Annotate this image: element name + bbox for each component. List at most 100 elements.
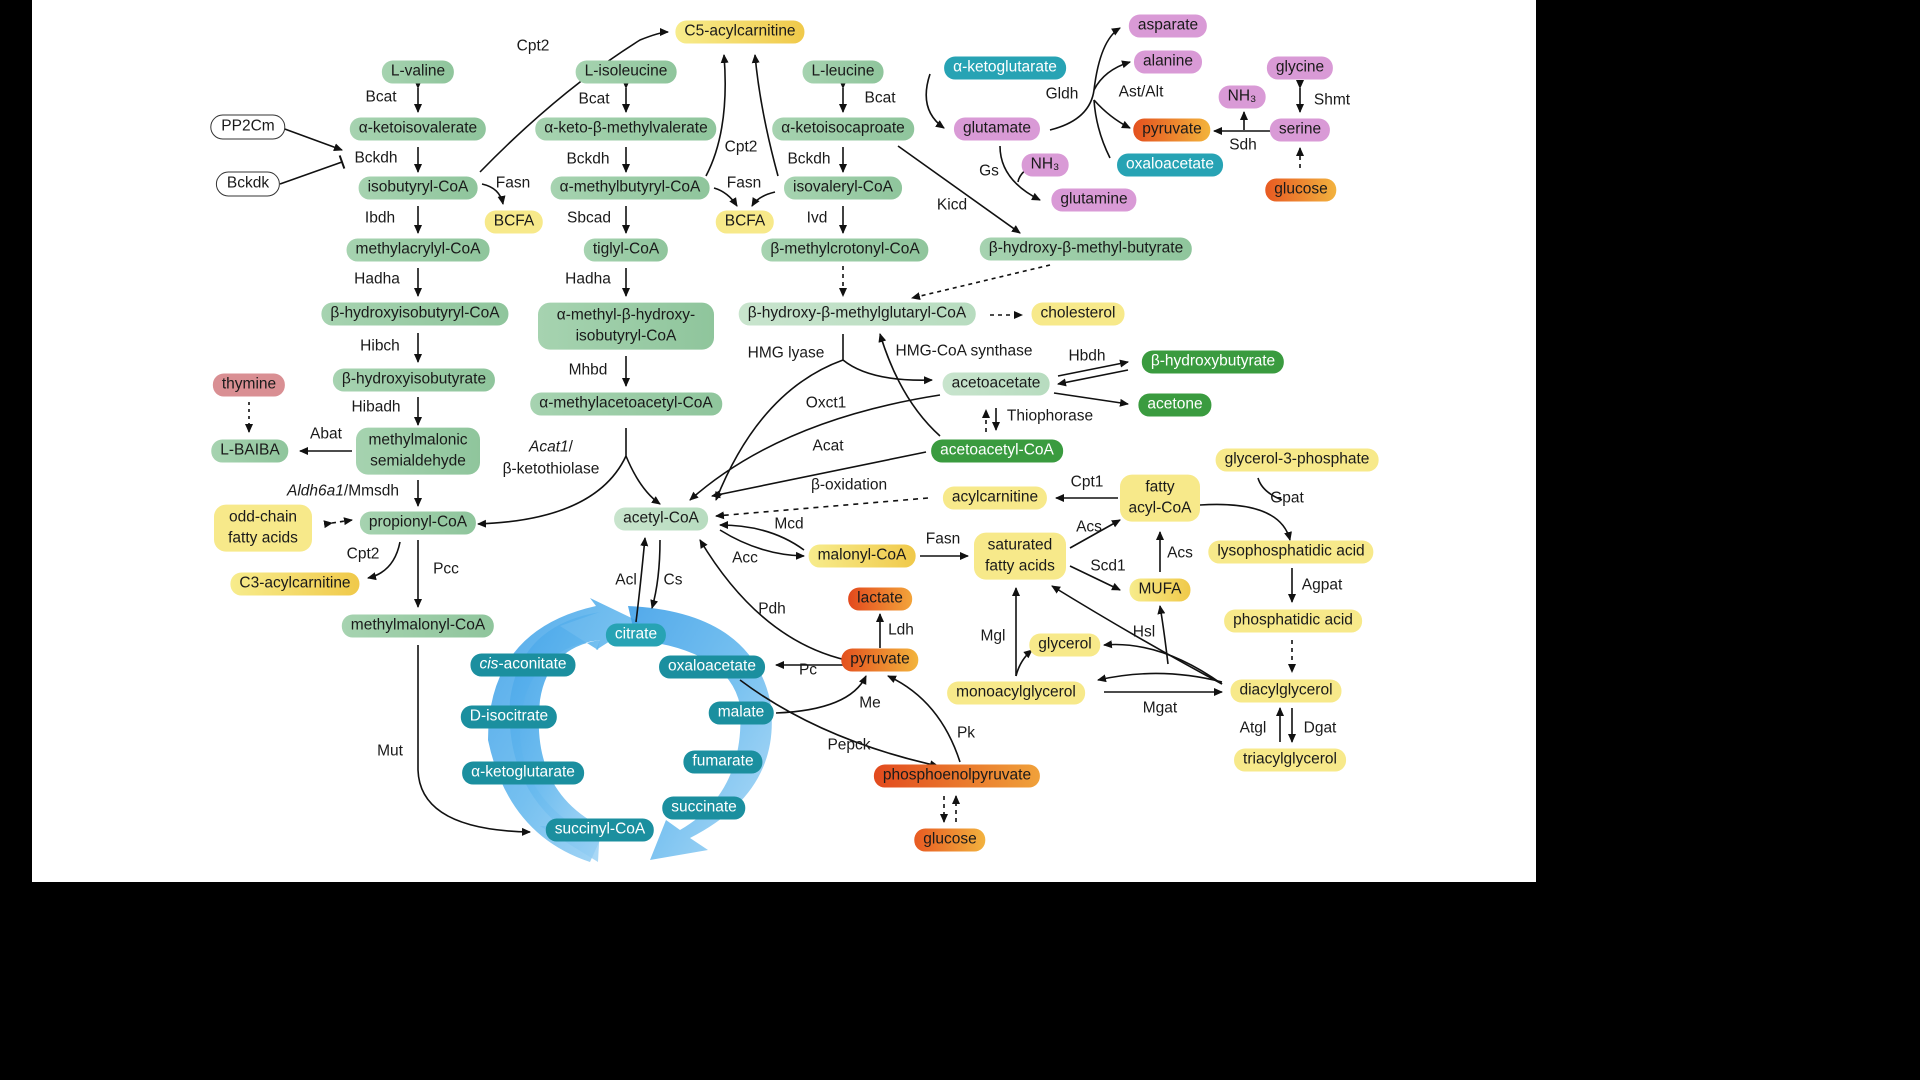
b-oxidation-label: β-oxidation bbox=[810, 476, 888, 494]
a-methylacetoacetyl-coa-node: α-methylacetoacetyl-CoA bbox=[530, 392, 722, 416]
b-hydroxybutyrate-node: β-hydroxybutyrate bbox=[1141, 350, 1285, 374]
pepck-label: Pepck bbox=[827, 736, 871, 754]
malate-node: malate bbox=[708, 701, 774, 725]
glycine-node: glycine bbox=[1266, 56, 1334, 80]
fumarate-node: fumarate bbox=[683, 750, 763, 774]
bcfa-node-2: BCFA bbox=[715, 210, 775, 234]
acc-label: Acc bbox=[732, 549, 758, 567]
acat1-gene: Acat1 bbox=[529, 438, 569, 456]
b-hydroxyisobutyrate-node: β-hydroxyisobutyrate bbox=[332, 368, 496, 392]
odd-chain-fatty-acids-node: odd-chain fatty acids bbox=[214, 504, 312, 552]
acat1-slash: / bbox=[568, 438, 573, 456]
lactate-node: lactate bbox=[848, 587, 912, 611]
methylmalonic-semialdehyde-node: methylmalonic semialdehyde bbox=[356, 427, 480, 475]
isobutyryl-coa-node: isobutyryl-CoA bbox=[358, 176, 478, 200]
bcat-label-3: Bcat bbox=[864, 89, 896, 107]
me-label: Me bbox=[859, 694, 881, 712]
aldh6a1-gene: Aldh6a1 bbox=[286, 482, 344, 500]
cpt2-top-label: Cpt2 bbox=[516, 37, 550, 55]
hbdh-label: Hbdh bbox=[1068, 347, 1106, 365]
succinyl-coa-node: succinyl-CoA bbox=[545, 818, 655, 842]
thiophorase-label: Thiophorase bbox=[1006, 407, 1094, 425]
acat-label: Acat bbox=[812, 437, 844, 455]
line-2: isobutyryl-CoA bbox=[575, 328, 677, 345]
aconitate-suffix: -aconitate bbox=[498, 655, 567, 673]
pyruvate-center-node: pyruvate bbox=[841, 648, 919, 672]
cis-prefix: cis bbox=[479, 655, 499, 673]
atgl-label: Atgl bbox=[1239, 719, 1267, 737]
acetoacetate-node: acetoacetate bbox=[942, 372, 1050, 396]
glucose-top-node: glucose bbox=[1265, 178, 1337, 202]
hibadh-label: Hibadh bbox=[351, 398, 401, 416]
line-2: semialdehyde bbox=[370, 453, 466, 470]
dgat-label: Dgat bbox=[1303, 719, 1337, 737]
line-1: α-methyl-β-hydroxy- bbox=[556, 306, 696, 324]
methylacrylyl-coa-node: methylacrylyl-CoA bbox=[346, 238, 490, 262]
mmsdh-suffix: /Mmsdh bbox=[343, 482, 400, 500]
ldh-label: Ldh bbox=[888, 621, 914, 639]
line-2: fatty acids bbox=[228, 530, 298, 547]
c3-acylcarnitine-node: C3-acylcarnitine bbox=[230, 572, 360, 596]
asparate-node: asparate bbox=[1128, 14, 1208, 38]
fasn-label-3: Fasn bbox=[925, 530, 961, 548]
hibch-label: Hibch bbox=[360, 337, 400, 355]
abat-label: Abat bbox=[310, 425, 342, 443]
gs-label: Gs bbox=[979, 162, 999, 180]
bckdh-label-1: Bckdh bbox=[354, 149, 398, 167]
methylmalonyl-coa-node: methylmalonyl-CoA bbox=[341, 614, 495, 638]
glutamine-node: glutamine bbox=[1051, 188, 1137, 212]
lysophosphatidic-acid-node: lysophosphatidic acid bbox=[1208, 540, 1374, 564]
malonyl-coa-node: malonyl-CoA bbox=[808, 544, 916, 568]
isovaleryl-coa-node: isovaleryl-CoA bbox=[784, 176, 902, 200]
acetyl-coa-node: acetyl-CoA bbox=[614, 507, 708, 531]
kicd-label: Kicd bbox=[936, 196, 968, 214]
succinate-node: succinate bbox=[662, 796, 746, 820]
ibdh-label: Ibdh bbox=[364, 209, 396, 227]
bcat-label-1: Bcat bbox=[365, 88, 397, 106]
mut-label: Mut bbox=[377, 742, 403, 760]
hadha-label-1: Hadha bbox=[354, 270, 400, 288]
pcc-label: Pcc bbox=[433, 560, 459, 578]
saturated-fatty-acids-node: saturated fatty acids bbox=[974, 532, 1066, 580]
acetoacetyl-coa-node: acetoacetyl-CoA bbox=[931, 439, 1063, 463]
ivd-label: Ivd bbox=[806, 209, 828, 227]
glutamate-node: glutamate bbox=[953, 117, 1041, 141]
gldh-label: Gldh bbox=[1045, 85, 1079, 103]
line-2: acyl-CoA bbox=[1128, 500, 1192, 517]
fasn-label-2: Fasn bbox=[726, 174, 762, 192]
pyruvate-top-node: pyruvate bbox=[1133, 118, 1211, 142]
l-isoleucine-node: L-isoleucine bbox=[575, 60, 677, 84]
aldh6a1-mmsdh-label: Aldh6a1/Mmsdh bbox=[287, 483, 399, 502]
line-2: fatty acids bbox=[985, 558, 1055, 575]
ast-alt-label: Ast/Alt bbox=[1118, 83, 1164, 101]
b-hydroxyisobutyryl-coa-node: β-hydroxyisobutyryl-CoA bbox=[321, 302, 509, 326]
bckdh-label-2: Bckdh bbox=[566, 150, 610, 168]
line-1: methylmalonic bbox=[368, 431, 468, 449]
line-1: odd-chain bbox=[228, 508, 298, 526]
hsl-label: Hsl bbox=[1132, 623, 1156, 641]
nh3-node-2: NH₃ bbox=[1021, 153, 1069, 177]
a-ketoisovalerate-node: α-ketoisovalerate bbox=[349, 117, 487, 141]
line-1: fatty bbox=[1145, 478, 1175, 496]
glycerol-3-phosphate-node: glycerol-3-phosphate bbox=[1215, 448, 1379, 472]
a-ketoglutarate-tca-node: α-ketoglutarate bbox=[462, 761, 584, 785]
a-methylbutyryl-coa-node: α-methylbutyryl-CoA bbox=[550, 176, 710, 200]
a-methyl-b-hydroxyisobutyryl-coa-node: α-methyl-β-hydroxy- isobutyryl-CoA bbox=[538, 302, 714, 350]
propionyl-coa-node: propionyl-CoA bbox=[359, 511, 477, 535]
tiglyl-coa-node: tiglyl-CoA bbox=[583, 238, 669, 262]
citrate-node: citrate bbox=[605, 623, 667, 647]
nh3-node-1: NH₃ bbox=[1218, 85, 1266, 109]
phosphatidic-acid-node: phosphatidic acid bbox=[1224, 609, 1362, 633]
d-isocitrate-node: D-isocitrate bbox=[460, 705, 558, 729]
cpt2-mid-label: Cpt2 bbox=[724, 138, 758, 156]
line-1: saturated bbox=[987, 536, 1053, 554]
cholesterol-node: cholesterol bbox=[1031, 302, 1125, 326]
pk-label: Pk bbox=[956, 724, 976, 742]
bcfa-node-1: BCFA bbox=[484, 210, 544, 234]
acl-label: Acl bbox=[615, 571, 637, 589]
a-ketoglutarate-top-node: α-ketoglutarate bbox=[944, 56, 1066, 80]
c5-acylcarnitine-node: C5-acylcarnitine bbox=[675, 20, 805, 44]
oxaloacetate-top-node: oxaloacetate bbox=[1117, 153, 1223, 177]
mgl-label: Mgl bbox=[980, 627, 1006, 645]
acetone-node: acetone bbox=[1138, 393, 1212, 417]
